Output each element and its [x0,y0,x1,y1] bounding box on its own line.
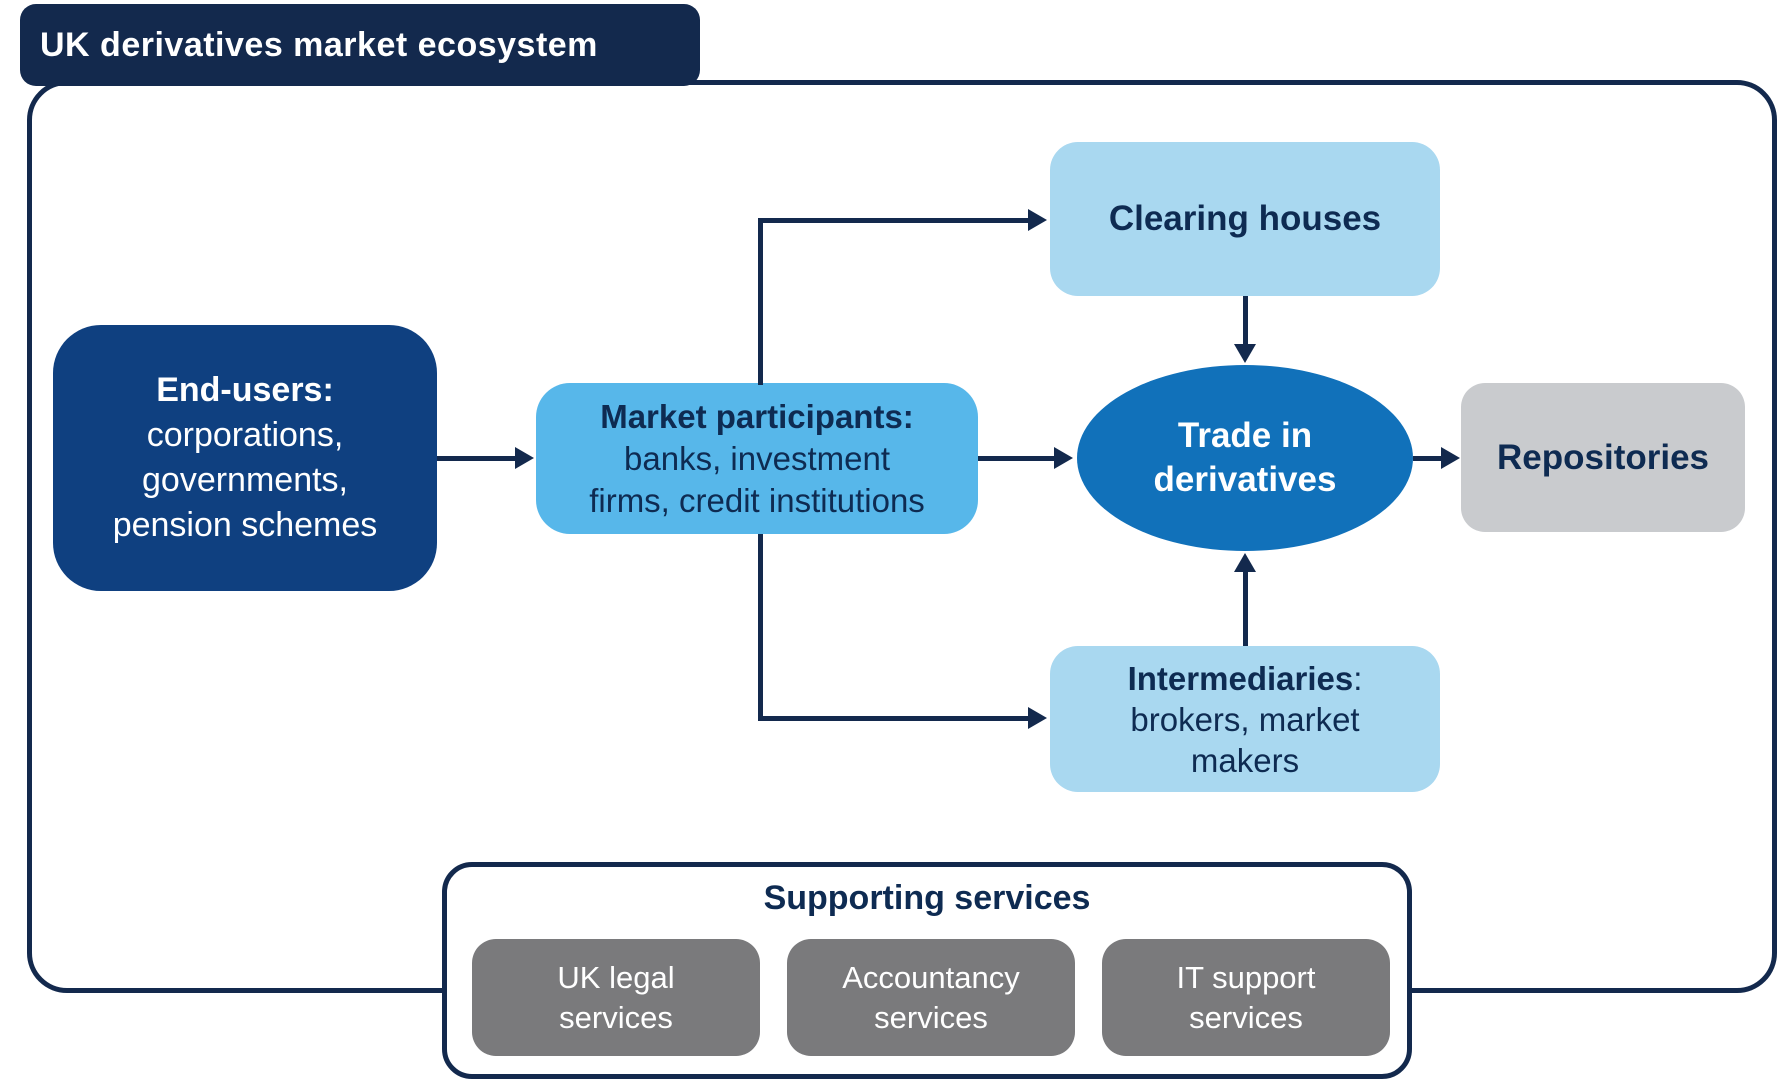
repositories-label: Repositories [1497,437,1709,477]
diagram-title: UK derivatives market ecosystem [40,25,598,64]
end-users-line: corporations, [146,416,344,454]
market-participants-line: firms, credit institutions [589,481,925,519]
intermediaries-line: brokers, market [1130,700,1360,738]
arrow-clearing-to-trade [1243,296,1248,346]
arrow-market-to-clearing-horizontal [758,218,1030,223]
arrow-intermediaries-to-trade [1243,572,1248,646]
intermediaries-node: Intermediaries: brokers, market makers [1050,646,1440,792]
trade-line: Trade in [1177,416,1313,455]
arrowhead-right-icon [1028,707,1047,729]
arrowhead-down-icon [1234,344,1256,363]
clearing-houses-node: Clearing houses [1050,142,1440,296]
repositories-node: Repositories [1461,383,1745,532]
arrowhead-right-icon [1441,447,1460,469]
arrow-market-to-clearing-vertical [758,218,763,385]
arrowhead-up-icon [1234,553,1256,572]
end-users-line: governments, [142,461,348,499]
arrowhead-right-icon [1054,447,1073,469]
arrow-endusers-to-market [437,456,517,461]
end-users-node: End-users: corporations, governments, pe… [53,325,437,591]
arrowhead-right-icon [515,447,534,469]
it-support-services-box: IT support services [1102,939,1390,1056]
supporting-services-title: Supporting services [763,879,1091,917]
end-users-line: pension schemes [112,506,378,544]
supporting-services-panel: Supporting services UK legal services Ac… [442,862,1412,1079]
intermediaries-line: makers [1190,741,1300,779]
intermediaries-heading: Intermediaries: [1127,659,1363,697]
accountancy-services-box: Accountancy services [787,939,1075,1056]
title-banner: UK derivatives market ecosystem [20,4,700,86]
arrow-market-to-intermediaries-horizontal [758,716,1030,721]
clearing-houses-label: Clearing houses [1108,199,1382,238]
trade-in-derivatives-node: Trade in derivatives [1077,365,1413,551]
trade-line: derivatives [1153,460,1337,499]
market-participants-line: banks, investment [624,439,890,477]
end-users-heading: End-users: [156,371,334,409]
arrowhead-right-icon [1028,209,1047,231]
arrow-market-to-intermediaries-vertical [758,534,763,721]
arrow-market-to-trade [978,456,1056,461]
market-participants-heading: Market participants: [600,397,914,435]
market-participants-node: Market participants: banks, investment f… [536,383,978,534]
uk-legal-services-box: UK legal services [472,939,760,1056]
arrow-trade-to-repositories [1413,456,1443,461]
